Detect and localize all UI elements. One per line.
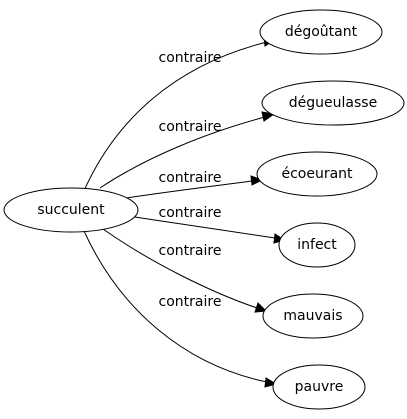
edges: contraire contraire contraire contraire …: [82, 36, 286, 388]
node-label-succulent: succulent: [37, 202, 105, 218]
node-target-ecoeurant: écoeurant: [256, 151, 378, 197]
edge-label-ecoeurant: contraire: [159, 170, 222, 186]
edge-line-degueulasse: [99, 116, 266, 189]
node-ellipse-mauvais: [262, 293, 364, 339]
node-label-degueulasse: dégueulasse: [289, 95, 377, 111]
edge-arrowhead-mauvais: [254, 302, 268, 313]
node-label-ecoeurant: écoeurant: [281, 166, 353, 182]
node-label-pauvre: pauvre: [295, 379, 344, 395]
node-target-mauvais: mauvais: [262, 293, 364, 339]
node-label-degoutant: dégoûtant: [285, 24, 358, 40]
node-target-pauvre: pauvre: [272, 364, 366, 410]
nodes: succulent dégoûtant dégueulasse écoeuran…: [3, 9, 405, 410]
edge-line-infect: [127, 215, 276, 239]
node-ellipse-pauvre: [272, 364, 366, 410]
edge-mauvais: contraire: [102, 228, 268, 313]
edge-arrowhead-ecoeurant: [250, 175, 264, 186]
edge-degueulasse: contraire: [99, 111, 276, 189]
node-source-succulent: succulent: [3, 187, 139, 233]
edge-ecoeurant: contraire: [119, 170, 264, 200]
node-ellipse-ecoeurant: [256, 151, 378, 197]
node-ellipse-degoutant: [259, 9, 383, 55]
edge-line-degoutant: [82, 41, 268, 194]
edge-label-infect: contraire: [159, 205, 222, 221]
node-ellipse-infect: [278, 222, 356, 268]
edge-line-ecoeurant: [119, 180, 253, 200]
edge-label-degueulasse: contraire: [159, 119, 222, 135]
edge-line-pauvre: [83, 230, 268, 383]
node-target-degoutant: dégoûtant: [259, 9, 383, 55]
node-target-degueulasse: dégueulasse: [261, 80, 405, 126]
node-label-infect: infect: [297, 237, 337, 253]
node-label-mauvais: mauvais: [283, 308, 342, 324]
node-ellipse-succulent: [3, 187, 139, 233]
edge-label-mauvais: contraire: [159, 243, 222, 259]
edge-label-degoutant: contraire: [159, 50, 222, 66]
node-ellipse-degueulasse: [261, 80, 405, 126]
node-target-infect: infect: [278, 222, 356, 268]
edge-pauvre: contraire: [83, 230, 278, 388]
edge-line-mauvais: [102, 228, 258, 309]
edge-degoutant: contraire: [82, 36, 278, 194]
edge-label-pauvre: contraire: [159, 294, 222, 310]
edge-infect: contraire: [127, 205, 286, 244]
